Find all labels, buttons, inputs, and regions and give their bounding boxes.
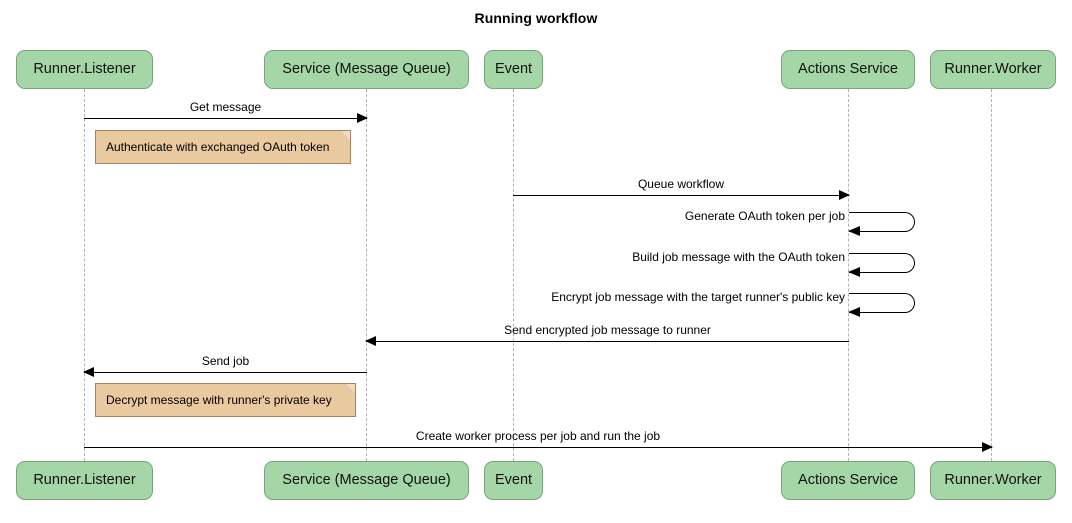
participant-label: Service (Message Queue) <box>282 61 451 78</box>
participant-actions-service-top[interactable]: Actions Service <box>781 50 915 89</box>
participant-label: Actions Service <box>798 472 898 489</box>
participant-runner-worker-top[interactable]: Runner.Worker <box>930 50 1056 89</box>
arrowhead-right <box>982 442 993 452</box>
participant-runner-worker-bottom[interactable]: Runner.Worker <box>930 461 1056 500</box>
message-label: Send encrypted job message to runner <box>504 322 711 337</box>
self-loop-path <box>849 212 915 232</box>
diagram-title: Running workflow <box>474 10 598 26</box>
self-loop-path <box>849 293 915 313</box>
self-message-build-job[interactable]: Build job message with the OAuth token <box>632 250 915 277</box>
self-message-encrypt-job[interactable]: Encrypt job message with the target runn… <box>551 290 915 317</box>
message-label: Send job <box>201 353 250 368</box>
participant-label: Runner.Listener <box>33 61 136 78</box>
participant-label: Service (Message Queue) <box>282 472 451 489</box>
arrowhead-right <box>357 113 368 123</box>
self-loop-path <box>849 253 915 273</box>
participant-label: Actions Service <box>798 61 898 78</box>
participant-label: Runner.Worker <box>944 472 1042 489</box>
message-label: Get message <box>189 99 262 114</box>
participant-label: Event <box>494 472 533 489</box>
lifeline-runner-worker <box>991 89 992 461</box>
note-label: Authenticate with exchanged OAuth token <box>106 140 330 154</box>
message-shaft <box>84 118 367 119</box>
note-label: Decrypt message with runner's private ke… <box>106 393 332 407</box>
self-message-generate-token[interactable]: Generate OAuth token per job <box>685 209 915 236</box>
participant-event-top[interactable]: Event <box>484 50 543 89</box>
message-shaft <box>366 341 849 342</box>
arrowhead-left <box>83 367 94 377</box>
note-decrypt[interactable]: Decrypt message with runner's private ke… <box>95 383 356 417</box>
arrowhead-right <box>839 190 850 200</box>
arrowhead-left <box>848 307 860 317</box>
message-label: Queue workflow <box>637 176 725 191</box>
participant-service-mq-top[interactable]: Service (Message Queue) <box>264 50 469 89</box>
self-message-label: Build job message with the OAuth token <box>632 250 845 264</box>
participant-label: Event <box>494 61 533 78</box>
self-message-label: Encrypt job message with the target runn… <box>551 290 845 304</box>
note-fold-inner <box>341 131 350 140</box>
self-message-label: Generate OAuth token per job <box>684 209 845 223</box>
participant-label: Runner.Worker <box>944 61 1042 78</box>
message-shaft <box>513 195 849 196</box>
arrowhead-left <box>848 267 860 277</box>
note-authenticate[interactable]: Authenticate with exchanged OAuth token <box>95 130 351 164</box>
message-shaft <box>84 447 992 448</box>
note-fold-inner <box>346 384 355 393</box>
lifeline-service-mq <box>366 89 367 461</box>
participant-event-bottom[interactable]: Event <box>484 461 543 500</box>
participant-label: Runner.Listener <box>33 472 136 489</box>
participant-runner-listener-top[interactable]: Runner.Listener <box>16 50 153 89</box>
arrowhead-left <box>365 336 376 346</box>
lifeline-event <box>513 89 514 461</box>
participant-service-mq-bottom[interactable]: Service (Message Queue) <box>264 461 469 500</box>
participant-runner-listener-bottom[interactable]: Runner.Listener <box>16 461 153 500</box>
message-shaft <box>84 372 367 373</box>
arrowhead-left <box>848 226 860 236</box>
message-label: Create worker process per job and run th… <box>415 428 661 443</box>
participant-actions-service-bottom[interactable]: Actions Service <box>781 461 915 500</box>
lifeline-runner-listener <box>84 89 85 461</box>
